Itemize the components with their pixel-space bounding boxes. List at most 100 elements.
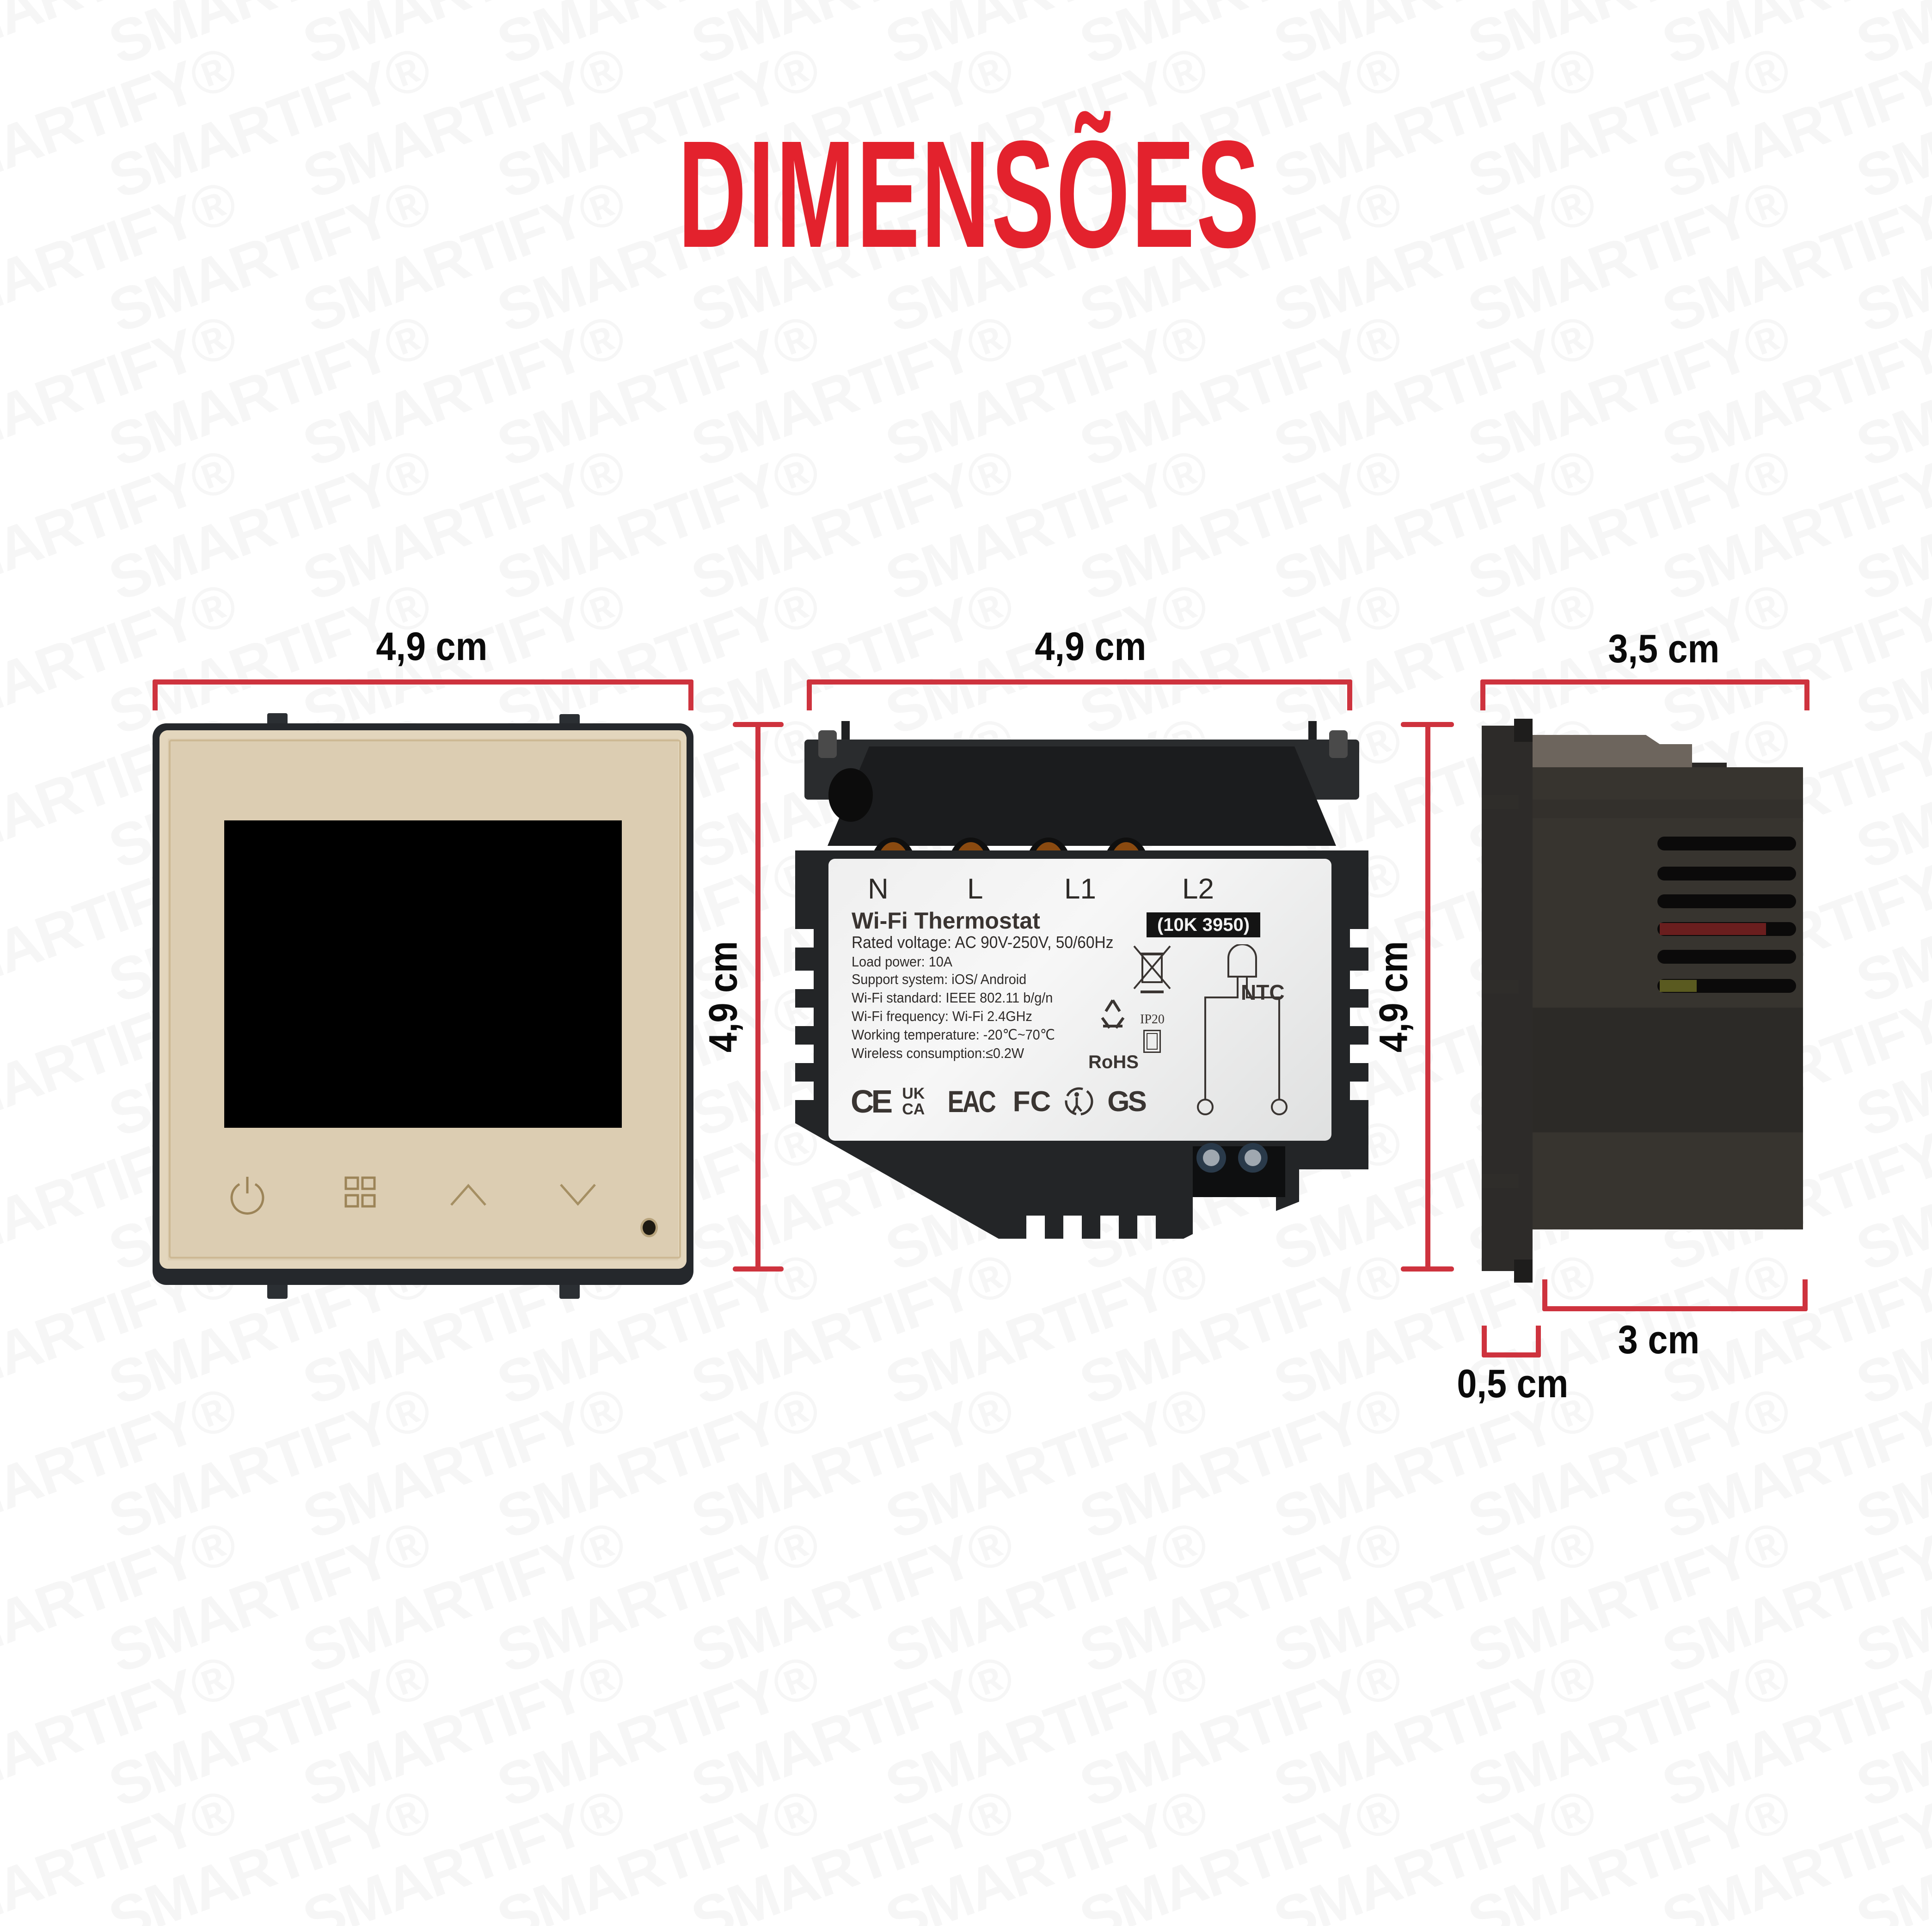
watermark-text: SMARTIFY® [1459, 301, 1797, 481]
side-housing [1482, 719, 1803, 1283]
power-button[interactable] [222, 1169, 273, 1220]
sensor-badge: (10K 3950) [1147, 912, 1260, 937]
watermark-text: SMARTIFY® [0, 33, 244, 213]
watermark-text: SMARTIFY® [0, 301, 244, 481]
watermark-text: SMARTIFY® [1653, 0, 1932, 78]
menu-button[interactable] [335, 1169, 386, 1220]
watermark-text: SMARTIFY® [1847, 435, 1932, 615]
watermark-text: SMARTIFY® [0, 1507, 244, 1687]
watermark-text: SMARTIFY® [1265, 0, 1603, 78]
watermark-text: SMARTIFY® [1847, 1909, 1932, 1926]
grid-icon [344, 1176, 376, 1208]
front-plate-inset [169, 740, 681, 1259]
watermark-text: SMARTIFY® [877, 1507, 1215, 1687]
product-name: Wi-Fi Thermostat [852, 908, 1040, 934]
watermark-text: SMARTIFY® [0, 1909, 244, 1926]
watermark-text: SMARTIFY® [877, 1909, 1215, 1926]
recycling-person-icon [1065, 1087, 1093, 1116]
temperature-down-button[interactable] [552, 1172, 603, 1218]
watermark-text: SMARTIFY® [1459, 1641, 1797, 1821]
watermark-text: SMARTIFY® [1459, 0, 1797, 78]
gs-mark-icon: GS [1107, 1085, 1147, 1118]
terminal-labels: N L L1 L2 [828, 873, 1331, 905]
watermark-text: SMARTIFY® [1847, 569, 1932, 749]
plate-depth-dimension-line [1482, 1326, 1541, 1357]
spec-line: Rated voltage: AC 90V-250V, 50/60Hz [852, 933, 1114, 952]
led-indicator-icon [643, 1220, 656, 1235]
eac-mark-icon: EAC [947, 1084, 996, 1119]
watermark-text: SMARTIFY® [682, 1373, 1021, 1553]
watermark-text: SMARTIFY® [1847, 1373, 1932, 1553]
front-width-label: 4,9 cm [376, 624, 488, 669]
watermark-text: SMARTIFY® [294, 1373, 632, 1553]
watermark-text: SMARTIFY® [1847, 971, 1932, 1151]
watermark-text: SMARTIFY® [1847, 1641, 1932, 1821]
weee-bin-icon [1133, 945, 1171, 993]
watermark-text: SMARTIFY® [0, 1775, 244, 1926]
watermark-text: SMARTIFY® [488, 301, 827, 481]
chevron-down-icon [560, 1184, 596, 1206]
back-height-dimension-line [1425, 723, 1430, 1269]
watermark-text: SMARTIFY® [1071, 1641, 1409, 1821]
watermark-text: SMARTIFY® [1847, 0, 1932, 78]
plate-depth-label: 0,5 cm [1457, 1362, 1569, 1406]
spec-line: Wi-Fi frequency: Wi-Fi 2.4GHz [852, 1008, 1032, 1024]
watermark-text: SMARTIFY® [682, 301, 1021, 481]
rohs-mark: RoHS [1088, 1052, 1139, 1072]
ip-rating-text: IP20 [1140, 1012, 1165, 1027]
watermark-text: SMARTIFY® [877, 1373, 1215, 1553]
watermark-text: SMARTIFY® [1265, 301, 1603, 481]
fcc-mark-icon: FC [1012, 1085, 1051, 1118]
watermark-text: SMARTIFY® [1847, 301, 1932, 481]
watermark-text: SMARTIFY® [100, 1507, 438, 1687]
spec-line: Load power: 10A [852, 954, 952, 970]
watermark-text: SMARTIFY® [1265, 1507, 1603, 1687]
watermark-text: SMARTIFY® [682, 1909, 1021, 1926]
back-width-dimension-line [807, 679, 1352, 710]
watermark-text: SMARTIFY® [1265, 435, 1603, 615]
chevron-up-icon [450, 1184, 486, 1206]
side-depth-label: 3,5 cm [1608, 627, 1720, 671]
watermark-text: SMARTIFY® [1071, 1373, 1409, 1553]
watermark-text: SMARTIFY® [294, 1775, 632, 1926]
watermark-text: SMARTIFY® [294, 1507, 632, 1687]
watermark-text: SMARTIFY® [100, 1373, 438, 1553]
watermark-text: SMARTIFY® [294, 0, 632, 78]
watermark-text: SMARTIFY® [1653, 435, 1932, 615]
watermark-text: SMARTIFY® [488, 1373, 827, 1553]
watermark-text: SMARTIFY® [682, 435, 1021, 615]
watermark-text: SMARTIFY® [100, 301, 438, 481]
watermark-text: SMARTIFY® [1653, 1909, 1932, 1926]
ce-mark-icon: CE [851, 1083, 893, 1119]
watermark-text: SMARTIFY® [1653, 167, 1932, 347]
watermark-text: SMARTIFY® [0, 1373, 244, 1553]
watermark-text: SMARTIFY® [1265, 1909, 1603, 1926]
watermark-text: SMARTIFY® [1847, 167, 1932, 347]
watermark-text: SMARTIFY® [1071, 0, 1409, 78]
power-icon [230, 1177, 264, 1215]
watermark-text: SMARTIFY® [1071, 1775, 1409, 1926]
watermark-text: SMARTIFY® [1653, 1775, 1932, 1926]
front-height-dimension-line [755, 723, 761, 1269]
double-insulation-icon [1143, 1030, 1161, 1053]
side-depth-dimension-line [1480, 679, 1809, 710]
watermark-text: SMARTIFY® [1653, 33, 1932, 213]
watermark-text: SMARTIFY® [100, 0, 438, 78]
thermostat-screen [224, 820, 622, 1128]
watermark-text: SMARTIFY® [1459, 1909, 1797, 1926]
watermark-text: SMARTIFY® [1265, 1641, 1603, 1821]
watermark-text: SMARTIFY® [1653, 301, 1932, 481]
watermark-text: SMARTIFY® [1653, 1641, 1932, 1821]
watermark-text: SMARTIFY® [682, 1775, 1021, 1926]
watermark-text: SMARTIFY® [0, 0, 244, 78]
watermark-text: SMARTIFY® [1459, 435, 1797, 615]
watermark-text: SMARTIFY® [488, 1641, 827, 1821]
watermark-text: SMARTIFY® [294, 1909, 632, 1926]
ip-rating: IP20 [1140, 1012, 1165, 1053]
terminal-label: L [967, 873, 983, 905]
watermark-text: SMARTIFY® [294, 301, 632, 481]
watermark-text: SMARTIFY® [100, 1775, 438, 1926]
temperature-up-button[interactable] [443, 1172, 494, 1218]
watermark-text: SMARTIFY® [294, 1641, 632, 1821]
back-width-label: 4,9 cm [1035, 624, 1147, 669]
